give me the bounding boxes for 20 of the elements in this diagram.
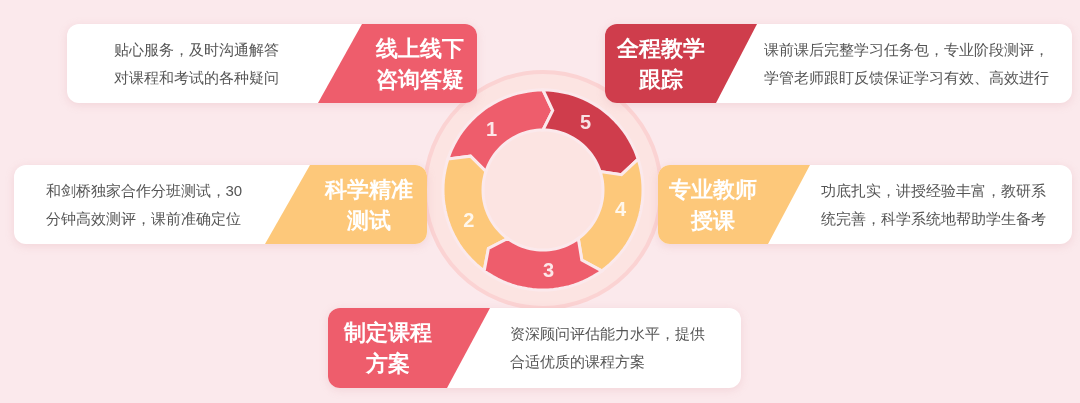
- card-title: 全程教学跟踪: [615, 34, 706, 94]
- info-card: [605, 24, 1072, 103]
- step-number: 2: [463, 209, 475, 230]
- info-card: [328, 308, 741, 388]
- card-title: 科学精准测试: [323, 175, 414, 235]
- card-title: 线上线下咨询答疑: [374, 34, 465, 94]
- card-description: 功底扎实，讲授经验丰富，教研系统完善，科学系统地帮助学生备考: [821, 180, 1047, 229]
- step-number: 1: [486, 118, 498, 139]
- card-description: 课前课后完整学习任务包，专业阶段测评，学管老师跟盯反馈保证学习有效、高效进行: [763, 39, 1050, 88]
- card-title: 制定课程方案: [342, 319, 433, 378]
- info-card: [67, 24, 477, 103]
- card-description: 资深顾问评估能力水平，提供合适优质的课程方案: [509, 324, 706, 372]
- info-card: [14, 165, 427, 244]
- step-number: 3: [543, 259, 555, 280]
- card-description: 和剑桥独家合作分班测试，30分钟高效测评，课前准确定位: [45, 180, 244, 229]
- info-card: [658, 165, 1072, 244]
- step-number: 5: [579, 112, 591, 133]
- card-title: 专业教师授课: [668, 175, 758, 235]
- card-description: 贴心服务，及时沟通解答对课程和考试的各种疑问: [113, 39, 280, 88]
- step-number: 4: [615, 199, 627, 220]
